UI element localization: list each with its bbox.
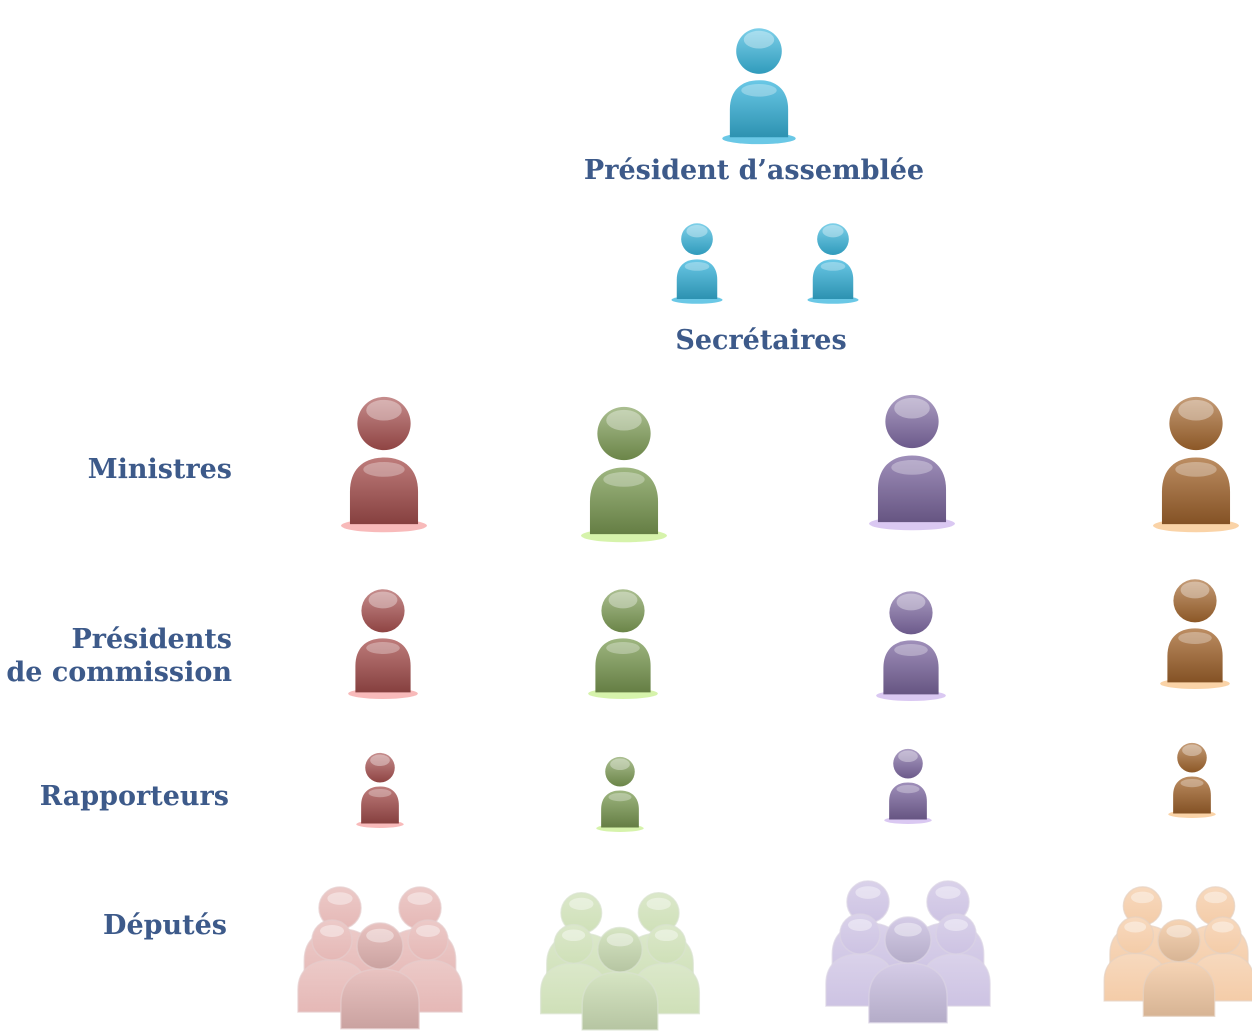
body-highlight [891, 460, 933, 475]
rapporteurs-label: Rapporteurs [39, 781, 229, 812]
person-head [357, 396, 411, 451]
person-head [601, 589, 645, 633]
person-body [601, 790, 639, 828]
ministres-label: Ministres [87, 454, 232, 485]
ministre-person-icon [341, 396, 427, 533]
person-head [1169, 396, 1223, 451]
person-body [595, 638, 651, 693]
person-head [893, 748, 923, 779]
head-highlight [1182, 744, 1202, 757]
head-highlight [1180, 581, 1210, 599]
presidents-commission-label-line2: de commission [6, 657, 232, 688]
body-highlight [741, 84, 777, 97]
group-front-person [1142, 919, 1216, 1017]
deputes-group-icon [297, 886, 463, 1030]
person-body [1161, 457, 1231, 525]
body-highlight [894, 644, 928, 656]
body-highlight [1178, 632, 1212, 644]
person-body [589, 467, 659, 535]
person-body [812, 259, 854, 299]
head-highlight [606, 409, 642, 431]
person-head [605, 756, 635, 787]
body-highlight [608, 793, 632, 802]
rapporteur-person-icon [1168, 742, 1216, 818]
presidents-commission-label-line1: Présidents [71, 624, 232, 655]
body-highlight [363, 462, 405, 477]
head-highlight [368, 591, 398, 609]
person-body [1167, 628, 1223, 683]
rapporteur-person-icon [884, 748, 932, 824]
head-highlight [896, 593, 926, 611]
head-highlight [1178, 399, 1214, 421]
deputes-group-icon [825, 880, 991, 1024]
secretaire-person-icon [671, 223, 723, 304]
person-head [885, 394, 939, 449]
president-commission-person-icon [588, 589, 658, 699]
rapporteur-person-icon [356, 752, 404, 828]
head-highlight [610, 758, 630, 771]
president-commission-person-icon [348, 589, 418, 699]
person-head [597, 406, 651, 461]
person-body [355, 638, 411, 693]
secretaire-person-icon [807, 223, 859, 304]
body-highlight [368, 789, 392, 798]
person-head [736, 28, 782, 74]
person-body [349, 457, 419, 525]
head-highlight [822, 225, 844, 238]
head-highlight [686, 225, 708, 238]
person-head [1173, 579, 1217, 623]
ministre-person-icon [869, 394, 955, 531]
head-highlight [743, 30, 775, 49]
president-commission-person-icon [1160, 579, 1230, 689]
person-head [365, 752, 395, 783]
head-highlight [608, 591, 638, 609]
president-label: Président d’assemblée [583, 155, 925, 186]
person-head [817, 223, 849, 255]
deputes-group-icon [539, 891, 701, 1031]
person-body [889, 782, 927, 820]
body-highlight [366, 642, 400, 654]
body-highlight [896, 785, 920, 794]
head-highlight [898, 750, 918, 763]
head-highlight [370, 754, 390, 767]
body-highlight [684, 262, 710, 271]
ministre-person-icon [581, 406, 667, 543]
head-highlight [894, 397, 930, 419]
group-mid-right-person [921, 913, 991, 1007]
group-front-person [340, 922, 420, 1030]
body-highlight [820, 262, 846, 271]
person-head [361, 589, 405, 633]
president-person-icon [722, 28, 796, 145]
body-highlight [606, 642, 640, 654]
body-highlight [1180, 779, 1204, 788]
body-highlight [1175, 462, 1217, 477]
group-front-person [581, 926, 659, 1031]
head-highlight [366, 399, 402, 421]
person-body [877, 455, 947, 523]
person-head [889, 591, 933, 635]
deputes-label: Députés [103, 910, 227, 941]
body-highlight [603, 472, 645, 487]
person-body [883, 640, 939, 695]
person-body [676, 259, 718, 299]
rapporteur-person-icon [596, 756, 644, 832]
secretaires-label: Secrétaires [675, 325, 847, 356]
person-body [729, 80, 789, 138]
deputes-group-icon [1103, 886, 1252, 1017]
ministre-person-icon [1153, 396, 1239, 533]
person-head [1177, 742, 1207, 773]
person-body [1173, 776, 1211, 814]
president-commission-person-icon [876, 591, 946, 701]
group-front-person [868, 916, 948, 1024]
person-body [361, 786, 399, 824]
person-head [681, 223, 713, 255]
